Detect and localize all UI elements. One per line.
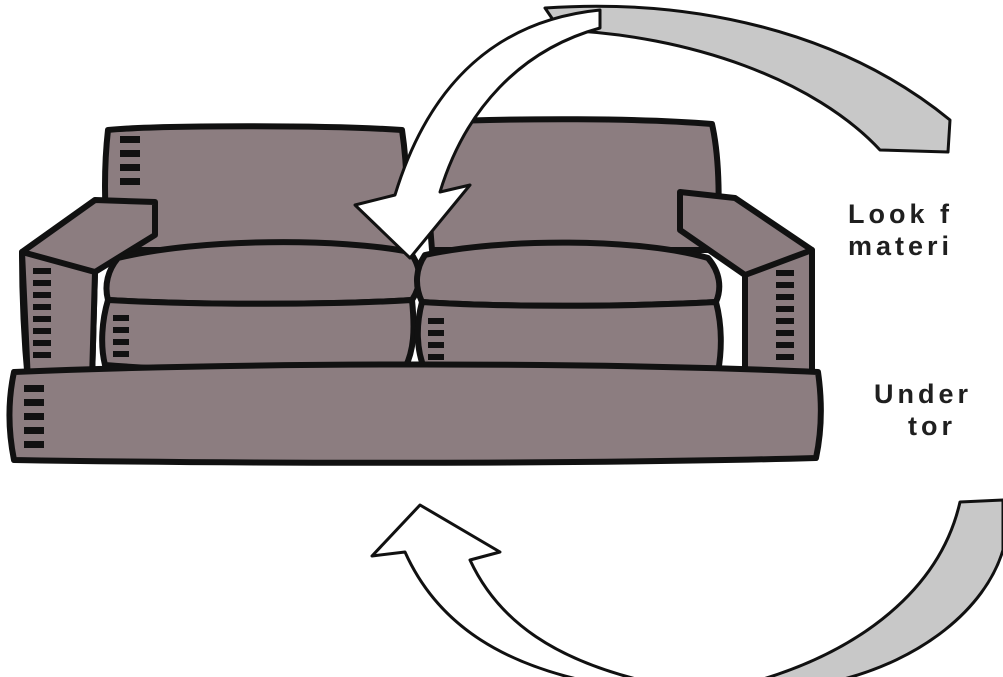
caption-top: Look f materi xyxy=(848,198,953,262)
sofa-arm-left-front xyxy=(22,252,95,382)
caption-bottom-line2: tor xyxy=(874,410,972,442)
sofa-seat-right xyxy=(417,243,719,306)
sofa-arm-right-front xyxy=(745,250,812,382)
caption-bottom: Under tor xyxy=(874,378,972,442)
sofa-base xyxy=(10,365,821,463)
caption-bottom-line1: Under xyxy=(874,378,972,410)
sofa-seat-left-front xyxy=(102,300,413,371)
sofa-seat-left xyxy=(106,242,419,304)
curved-arrow-up-left xyxy=(372,505,640,677)
curved-arrow-bottom-right xyxy=(760,500,1003,677)
caption-top-line2: materi xyxy=(848,230,953,262)
caption-top-line1: Look f xyxy=(848,198,953,230)
sofa-back-right xyxy=(429,119,719,250)
